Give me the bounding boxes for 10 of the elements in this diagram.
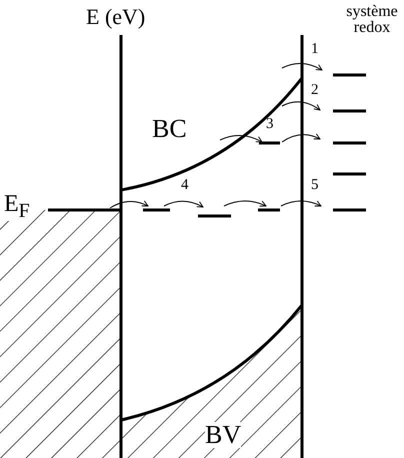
fermi-level-label: E$_{F}$ [4, 192, 30, 221]
band-label: BC [152, 116, 187, 142]
callout-number: 1 [311, 42, 318, 57]
callout-number: 5 [311, 178, 318, 193]
redox-system-label: système redox [345, 4, 399, 36]
axis-label: E (eV) [86, 6, 146, 28]
callout-number: 4 [181, 178, 188, 193]
callout-number: 2 [311, 83, 318, 98]
band-label: BV [205, 422, 242, 448]
callout-number: 3 [266, 117, 274, 132]
